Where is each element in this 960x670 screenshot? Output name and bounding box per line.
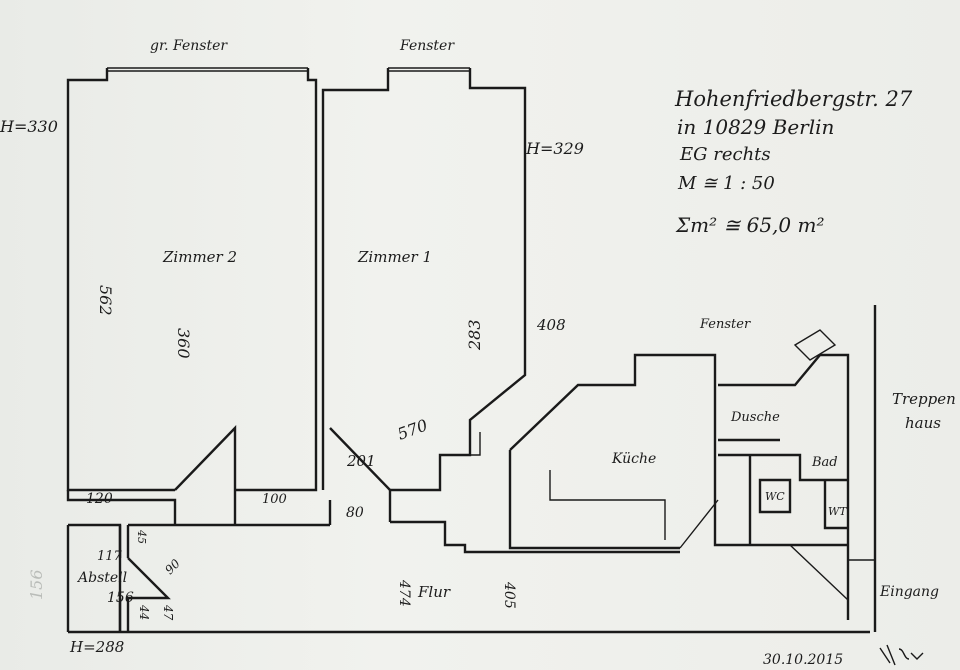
abstell-dim-90: 90 (162, 556, 183, 577)
zimmer1-dim-283: 283 (465, 319, 484, 351)
zimmer2-height: H=330 (0, 117, 58, 136)
flur-dim-474: 474 (396, 579, 412, 607)
zimmer2-label: Zimmer 2 (162, 248, 237, 266)
zimmer2-window-label: gr. Fenster (150, 38, 228, 54)
zimmer1-window-label: Fenster (399, 38, 455, 54)
abstell-dim-117: 117 (97, 549, 123, 564)
walls (66, 67, 877, 634)
address-line-2: in 10829 Berlin (677, 115, 834, 139)
abstell-faint-dim: 156 (27, 569, 46, 600)
treppenhaus-label-1: Treppen (892, 390, 956, 408)
treppenhaus-label-2: haus (905, 414, 941, 432)
zimmer2-dim-562: 562 (96, 285, 115, 316)
bad-label: Bad (811, 455, 838, 470)
door-dim-80: 80 (346, 505, 364, 521)
wt-label: WT (828, 505, 848, 518)
zimmer1-dim-408: 408 (536, 316, 566, 334)
zimmer1-height: H=329 (525, 139, 584, 158)
abstell-dim-44: 44 (137, 604, 151, 620)
floor-label: EG rechts (679, 144, 771, 165)
abstell-dim-156: 156 (107, 590, 134, 606)
drawing-date: 30.10.2015 (763, 652, 843, 668)
scale-label: M ≅ 1 : 50 (677, 173, 775, 194)
total-area-label: Σm² ≅ 65,0 m² (675, 213, 824, 237)
zimmer1-dim-201: 201 (346, 452, 376, 470)
dusche-label: Dusche (730, 410, 780, 425)
address-line-1: Hohenfriedbergstr. 27 (674, 87, 913, 111)
flur-label: Flur (417, 583, 451, 601)
door-dim-120: 120 (86, 491, 113, 507)
signature (879, 644, 924, 666)
kueche-window-label: Fenster (699, 317, 751, 332)
door-dim-100: 100 (262, 492, 287, 507)
flur-dim-405: 405 (501, 581, 517, 609)
abstell-label: Abstell (76, 570, 127, 586)
zimmer2-dim-360: 360 (174, 328, 193, 359)
wc-label: WC (765, 490, 785, 503)
abstell-height: H=288 (69, 638, 124, 656)
zimmer1-label: Zimmer 1 (357, 248, 432, 266)
abstell-dim-47: 47 (161, 604, 175, 621)
abstell-dim-45: 45 (135, 529, 148, 544)
title-block: Hohenfriedbergstr. 27 in 10829 Berlin EG… (674, 87, 913, 237)
zimmer1-dim-570: 570 (395, 415, 430, 443)
eingang-label: Eingang (879, 584, 939, 600)
kueche-label: Küche (611, 451, 656, 467)
